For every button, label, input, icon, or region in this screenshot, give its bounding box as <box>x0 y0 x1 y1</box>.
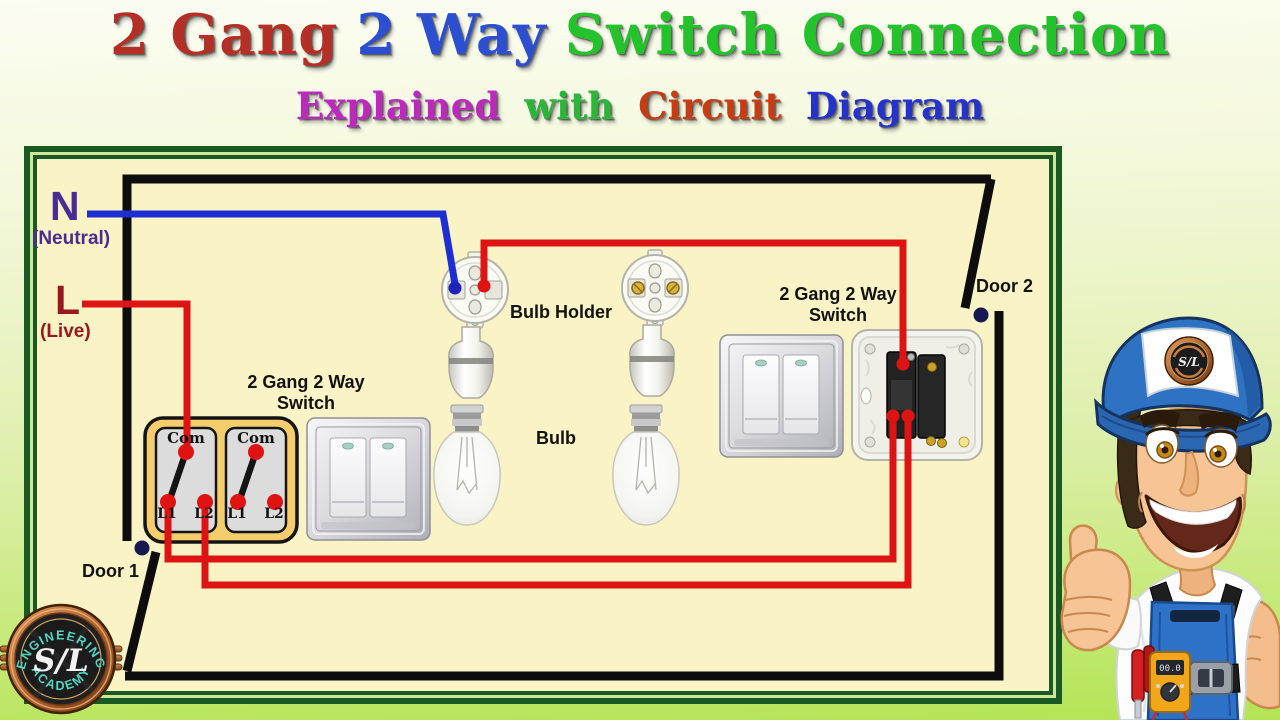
wall-left-top <box>122 174 991 541</box>
switch-right-label-line2: Switch <box>808 305 867 325</box>
gang2-l2-label: L2 <box>264 506 284 522</box>
rose1-live-terminal <box>477 279 491 293</box>
gang2-l2-terminal <box>267 494 283 510</box>
gang1-l2-terminal <box>197 494 213 510</box>
gang1-l1-terminal <box>160 494 176 510</box>
bulb-1 <box>433 404 501 526</box>
cap-logo-monogram: S/L <box>1178 355 1200 369</box>
char-eyebrows <box>1140 409 1240 432</box>
gang2-com-label: Com <box>237 429 275 447</box>
backbox-bottom-terminal-1 <box>886 409 900 423</box>
backbox-top-terminal <box>896 357 910 371</box>
char-eyes <box>1145 424 1238 468</box>
red-terminal-dots <box>160 279 915 510</box>
gang1-com-label: Com <box>167 429 205 447</box>
rose1-neutral-terminal <box>448 281 462 295</box>
badge-monogram: S/L <box>33 643 89 679</box>
gang2-l1-label: L1 <box>227 506 247 522</box>
gang1-l1-label: L1 <box>157 506 177 522</box>
switch-left-label: 2 Gang 2 Way Switch <box>231 372 381 414</box>
switch-right-label: 2 Gang 2 Way Switch <box>763 284 913 326</box>
gang1-lever <box>166 448 190 503</box>
gang2-l1-terminal <box>230 494 246 510</box>
rocker-switch-right <box>719 334 844 458</box>
door1-hinge-dot <box>134 540 150 556</box>
tool-multimeter: 00.0 <box>1149 651 1191 720</box>
lamp-holder-1 <box>448 326 494 399</box>
electrician-character: S/L <box>1060 316 1280 720</box>
bulb-label: Bulb <box>536 428 576 448</box>
gang2-com-terminal <box>248 444 264 460</box>
char-thumbs-up-hand <box>1060 524 1132 652</box>
title-word-2: 2 Way <box>356 2 547 68</box>
subtitle-word-4: Diagram <box>805 84 985 128</box>
title-word-1: 2 Gang <box>109 2 339 68</box>
cap-logo: S/L <box>1164 336 1214 386</box>
door1-label: Door 1 <box>82 561 140 581</box>
lamp-to-com-wire <box>480 239 907 360</box>
live-label: L <box>55 277 81 323</box>
char-nose <box>1178 450 1200 497</box>
bulb-2 <box>612 404 680 526</box>
switch-back-box <box>851 329 983 461</box>
neutral-wire <box>87 210 459 285</box>
live-sublabel: (Live) <box>40 321 91 342</box>
door2-open-wire <box>960 178 996 309</box>
door-hinge-dots <box>134 307 989 556</box>
academy-logo-badge: ENGINEERING ACADEMY S/L <box>0 603 123 715</box>
subtitle-word-2: with <box>524 84 615 128</box>
main-title: 2 Gang 2 Way Switch Connection <box>0 2 1280 68</box>
l1-link-wire <box>164 412 897 563</box>
sub-title: Explained with Circuit Diagram <box>0 84 1280 128</box>
switch-right-label-line1: 2 Gang 2 Way <box>779 284 897 304</box>
room-wall-wires <box>122 174 1004 681</box>
multimeter-display: 00.0 <box>1159 664 1181 674</box>
live-feed-wire <box>82 300 191 448</box>
electrician-cap: S/L <box>1094 316 1272 453</box>
switch-levers <box>166 448 260 503</box>
switch-left-label-line1: 2 Gang 2 Way <box>247 372 365 392</box>
rocker-switch-left <box>306 417 431 541</box>
gang1-com-terminal <box>178 444 194 460</box>
wall-bottom-right <box>125 311 1004 681</box>
lamp-holder-2 <box>629 324 675 397</box>
live-wires <box>82 239 912 589</box>
subtitle-word-1: Explained <box>295 84 501 128</box>
door1-open-wire <box>122 550 161 673</box>
subtitle-word-3: Circuit <box>638 84 782 128</box>
gang2-lever <box>236 448 260 503</box>
neutral-label: N <box>50 183 80 229</box>
neutral-sublabel: (Neutral) <box>32 228 111 249</box>
door2-hinge-dot <box>973 307 989 323</box>
switch-left-label-line2: Switch <box>276 393 335 413</box>
door2-label: Door 2 <box>976 276 1034 296</box>
backbox-bottom-terminal-2 <box>901 409 915 423</box>
gang1-l2-label: L2 <box>194 506 214 522</box>
bulb-holder-rose-2 <box>621 249 689 327</box>
title-word-3: Switch Connection <box>564 2 1171 68</box>
char-smile <box>1138 491 1246 558</box>
bulb-holder-label: Bulb Holder <box>510 302 612 322</box>
l2-link-wire <box>201 412 912 589</box>
